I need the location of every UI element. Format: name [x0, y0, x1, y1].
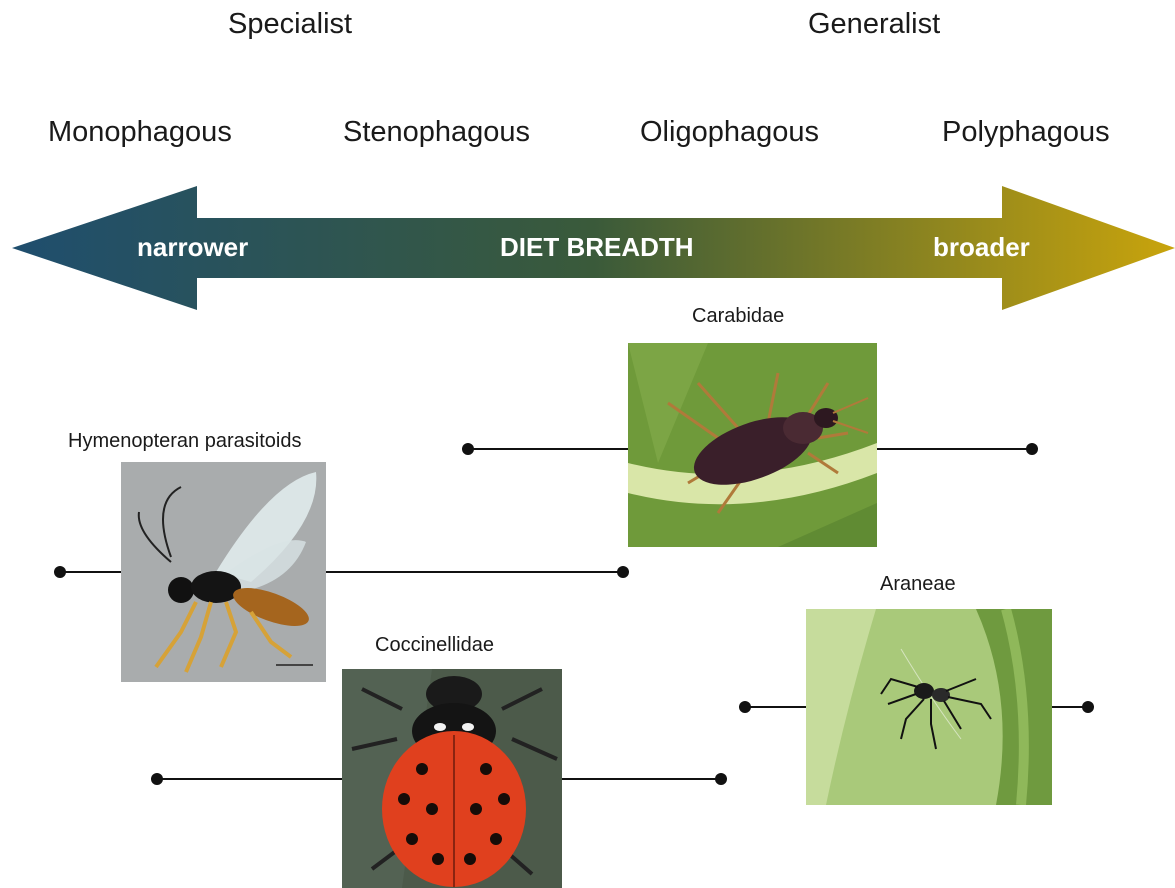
generalist-label: Generalist	[808, 8, 940, 41]
hymenoptera-range-start	[54, 566, 66, 578]
diet-breadth-label: DIET BREADTH	[500, 232, 694, 263]
araneae-label: Araneae	[880, 573, 956, 596]
oligophagous-label: Oligophagous	[640, 116, 819, 149]
carabidae-range-start	[462, 443, 474, 455]
araneae-range-start	[739, 701, 751, 713]
coccinellidae-range-start	[151, 773, 163, 785]
hymenoptera-photo	[121, 462, 326, 682]
carabidae-photo	[628, 343, 877, 547]
polyphagous-label: Polyphagous	[942, 116, 1110, 149]
stenophagous-label: Stenophagous	[343, 116, 530, 149]
narrower-label: narrower	[137, 232, 248, 263]
carabidae-range-end	[1026, 443, 1038, 455]
coccinellidae-label: Coccinellidae	[375, 634, 494, 657]
araneae-range-end	[1082, 701, 1094, 713]
coccinellidae-range-end	[715, 773, 727, 785]
monophagous-label: Monophagous	[48, 116, 232, 149]
hymenoptera-label: Hymenopteran parasitoids	[68, 430, 301, 453]
coccinellidae-photo	[342, 669, 562, 888]
araneae-photo	[806, 609, 1052, 805]
specialist-label: Specialist	[228, 8, 352, 41]
broader-label: broader	[933, 232, 1030, 263]
carabidae-label: Carabidae	[692, 305, 784, 328]
hymenoptera-range-end	[617, 566, 629, 578]
